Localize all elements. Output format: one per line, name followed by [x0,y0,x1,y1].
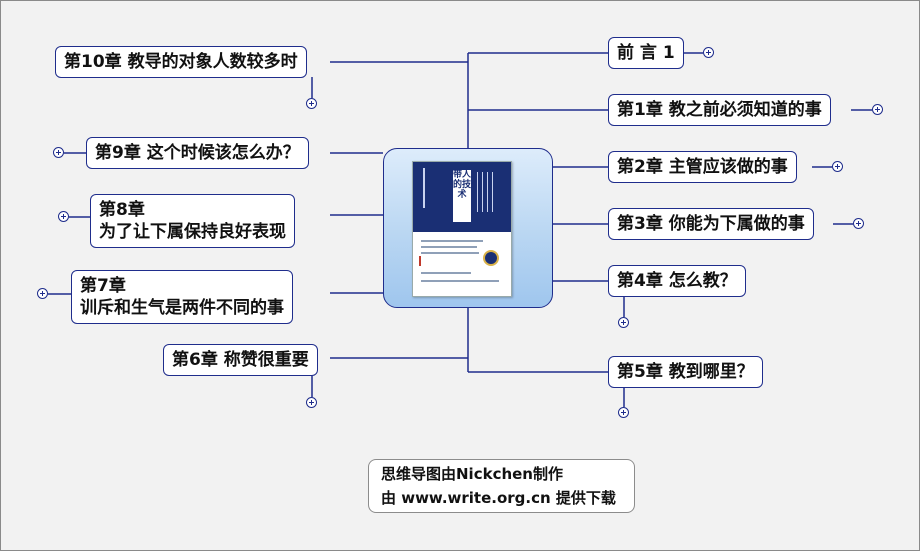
expand-chapter-5-icon[interactable] [618,407,629,418]
expand-chapter-2-icon[interactable] [832,161,843,172]
expand-chapter-8-icon[interactable] [58,211,69,222]
book-seal-icon [483,250,499,266]
expand-chapter-6-icon[interactable] [306,397,317,408]
node-chapter-6[interactable]: 第6章 称赞很重要 [163,344,318,376]
node-chapter-9[interactable]: 第9章 这个时候该怎么办？ [86,137,309,169]
node-chapter-1[interactable]: 第1章 教之前必须知道的事 [608,94,831,126]
node-chapter-4[interactable]: 第4章 怎么教？ [608,265,746,297]
expand-chapter-4-icon[interactable] [618,317,629,328]
node-chapter-7[interactable]: 第7章 训斥和生气是两件不同的事 [71,270,293,324]
expand-chapter-7-icon[interactable] [37,288,48,299]
node-chapter-10[interactable]: 第10章 教导的对象人数较多时 [55,46,307,78]
expand-chapter-9-icon[interactable] [53,147,64,158]
expand-chapter-10-icon[interactable] [306,98,317,109]
credit-line-2: 由 www.write.org.cn 提供下载 [381,489,616,507]
book-cover-title: 带人的技术 [453,170,471,222]
credit-line-1: 思维导图由Nickchen制作 [381,465,563,483]
expand-preface-icon[interactable] [703,47,714,58]
node-chapter-5[interactable]: 第5章 教到哪里？ [608,356,763,388]
book-cover-image: 带人的技术 [412,161,512,297]
node-chapter-2[interactable]: 第2章 主管应该做的事 [608,151,797,183]
node-chapter-8[interactable]: 第8章 为了让下属保持良好表现 [90,194,295,248]
node-preface[interactable]: 前 言 1 [608,37,684,69]
expand-chapter-1-icon[interactable] [872,104,883,115]
expand-chapter-3-icon[interactable] [853,218,864,229]
node-chapter-3[interactable]: 第3章 你能为下属做的事 [608,208,814,240]
central-topic[interactable]: 带人的技术 [383,148,553,308]
credit-box: 思维导图由Nickchen制作 由 www.write.org.cn 提供下载 [368,459,635,513]
